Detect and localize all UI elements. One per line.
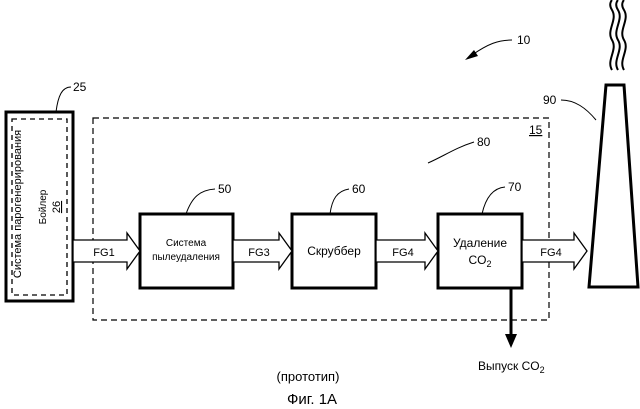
ref-pointer-80 bbox=[428, 142, 474, 163]
smoke-stack bbox=[589, 85, 638, 287]
ref-label-10: 10 bbox=[517, 33, 531, 47]
scrubber-label: Скруббер bbox=[307, 244, 361, 258]
dust-removal-label-line2: пылеудаления bbox=[152, 252, 220, 263]
co2-removal-label-line1: Удаление bbox=[453, 236, 507, 250]
ref-pointer-70 bbox=[482, 187, 505, 214]
co2-outlet-arrowhead bbox=[505, 334, 517, 348]
flow-label-fg4-first: FG4 bbox=[392, 247, 413, 259]
steam-generation-system: Система парогенерирования Бойлер 26 bbox=[6, 112, 73, 301]
flow-arrow-fg4-first: FG4 bbox=[376, 233, 438, 269]
co2-removal-block bbox=[438, 214, 522, 288]
steam-generation-system-label: Система парогенерирования bbox=[12, 130, 24, 278]
ref-label-50: 50 bbox=[218, 182, 232, 196]
flow-arrow-fg3: FG3 bbox=[233, 233, 292, 269]
smoke-plume bbox=[610, 0, 626, 70]
co2-outlet-label: Выпуск CO2 bbox=[478, 359, 545, 375]
ref-label-90: 90 bbox=[543, 93, 557, 107]
ref-label-80: 80 bbox=[477, 135, 491, 149]
ref-label-15: 15 bbox=[529, 123, 543, 137]
ref-label-60: 60 bbox=[352, 182, 366, 196]
flow-arrow-fg4-second: FG4 bbox=[522, 233, 587, 269]
flow-label-fg1: FG1 bbox=[93, 247, 114, 259]
ref-pointer-50 bbox=[186, 189, 215, 214]
flow-arrow-fg1: FG1 bbox=[73, 233, 140, 269]
ref-pointer-25 bbox=[56, 87, 71, 112]
figure-caption: Фиг. 1А bbox=[287, 391, 337, 408]
flow-label-fg3: FG3 bbox=[248, 247, 269, 259]
boiler-number: 26 bbox=[51, 201, 63, 213]
ref-label-70: 70 bbox=[508, 180, 522, 194]
ref-pointer-90 bbox=[561, 100, 596, 120]
ref-pointer-60 bbox=[330, 189, 349, 214]
dust-removal-block bbox=[140, 214, 233, 288]
ref-pointer-10-arrowhead bbox=[465, 50, 478, 60]
ref-pointer-10 bbox=[472, 40, 512, 55]
dust-removal-label-line1: Система bbox=[166, 238, 207, 249]
flow-label-fg4-second: FG4 bbox=[540, 247, 561, 259]
caption-note: (прототип) bbox=[277, 369, 340, 384]
boiler-label: Бойлер bbox=[38, 189, 49, 224]
ref-label-25: 25 bbox=[73, 80, 87, 94]
